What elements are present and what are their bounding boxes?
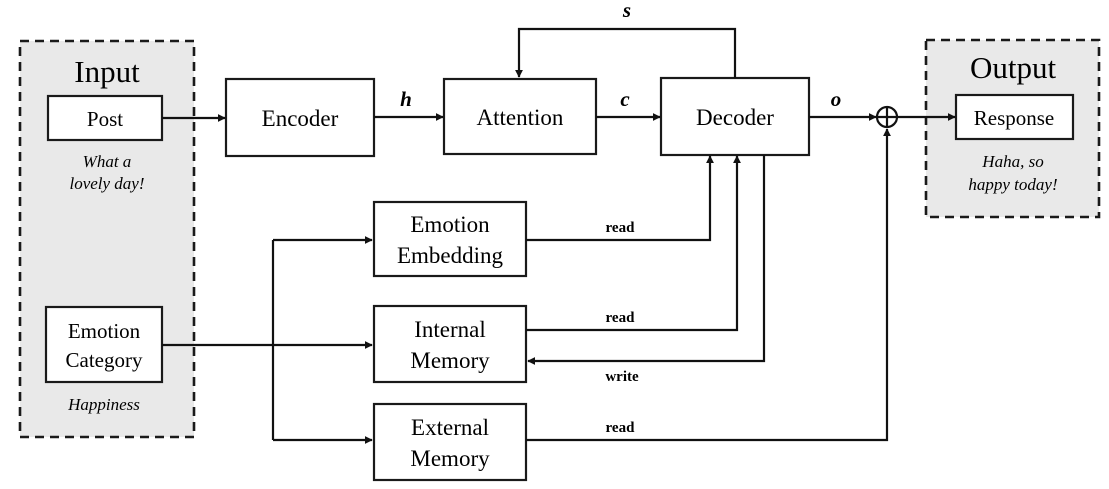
response-label: Response <box>974 106 1055 130</box>
edge-label-c: c <box>620 87 630 111</box>
emotion-embedding-label-line-1: Emotion <box>410 212 490 237</box>
arrow-external-read-to-combine <box>526 128 891 442</box>
edge-label-read-external: read <box>606 420 636 436</box>
emotion-category-label-line-1: Emotion <box>68 319 141 343</box>
output-title: Output <box>970 50 1057 85</box>
edge-label-h: h <box>400 87 412 111</box>
post-label: Post <box>87 107 123 131</box>
arrow-embedding-read-to-decoder <box>526 155 714 242</box>
edge-label-read-embedding: read <box>606 220 636 236</box>
external-memory-label-line-2: Memory <box>410 446 490 471</box>
edge-label-s: s <box>622 0 631 22</box>
input-title: Input <box>74 54 140 89</box>
emotion-category-example: Happiness <box>67 395 140 414</box>
internal-memory-label-line-1: Internal <box>414 317 486 342</box>
encoder-box: Encoder <box>224 77 376 158</box>
edge-label-write-internal: write <box>605 369 639 385</box>
external-memory-box: External Memory <box>372 402 528 482</box>
output-panel: Output Response Haha, so happy today! <box>924 38 1101 219</box>
attention-box: Attention <box>442 77 598 156</box>
post-box: Post <box>46 94 164 142</box>
internal-memory-label-line-2: Memory <box>410 348 490 373</box>
edge-label-read-internal: read <box>606 310 636 326</box>
emotion-embedding-label-line-2: Embedding <box>397 243 504 268</box>
decoder-box: Decoder <box>659 76 811 157</box>
emotion-category-box: Emotion Category <box>44 305 164 384</box>
attention-label: Attention <box>477 105 564 130</box>
external-memory-label-line-1: External <box>411 415 489 440</box>
post-example-line-2: lovely day! <box>69 174 144 193</box>
combine-node <box>875 105 899 129</box>
emotion-category-label-line-2: Category <box>66 348 143 372</box>
internal-memory-box: Internal Memory <box>372 304 528 384</box>
response-box: Response <box>954 93 1075 141</box>
response-example-line-2: happy today! <box>968 175 1057 194</box>
emotion-embedding-box: Emotion Embedding <box>372 200 528 278</box>
edge-label-o: o <box>831 87 842 111</box>
arrow-decoder-write-to-internal <box>527 155 766 365</box>
response-example-line-1: Haha, so <box>981 152 1043 171</box>
arrow-decoder-state-to-attention <box>515 27 737 78</box>
input-panel: Input Post What a lovely day! Emotion Ca… <box>18 39 196 439</box>
post-example-line-1: What a <box>83 152 132 171</box>
encoder-label: Encoder <box>262 106 339 131</box>
arrow-internal-read-to-decoder <box>526 155 741 332</box>
decoder-label: Decoder <box>696 105 774 130</box>
